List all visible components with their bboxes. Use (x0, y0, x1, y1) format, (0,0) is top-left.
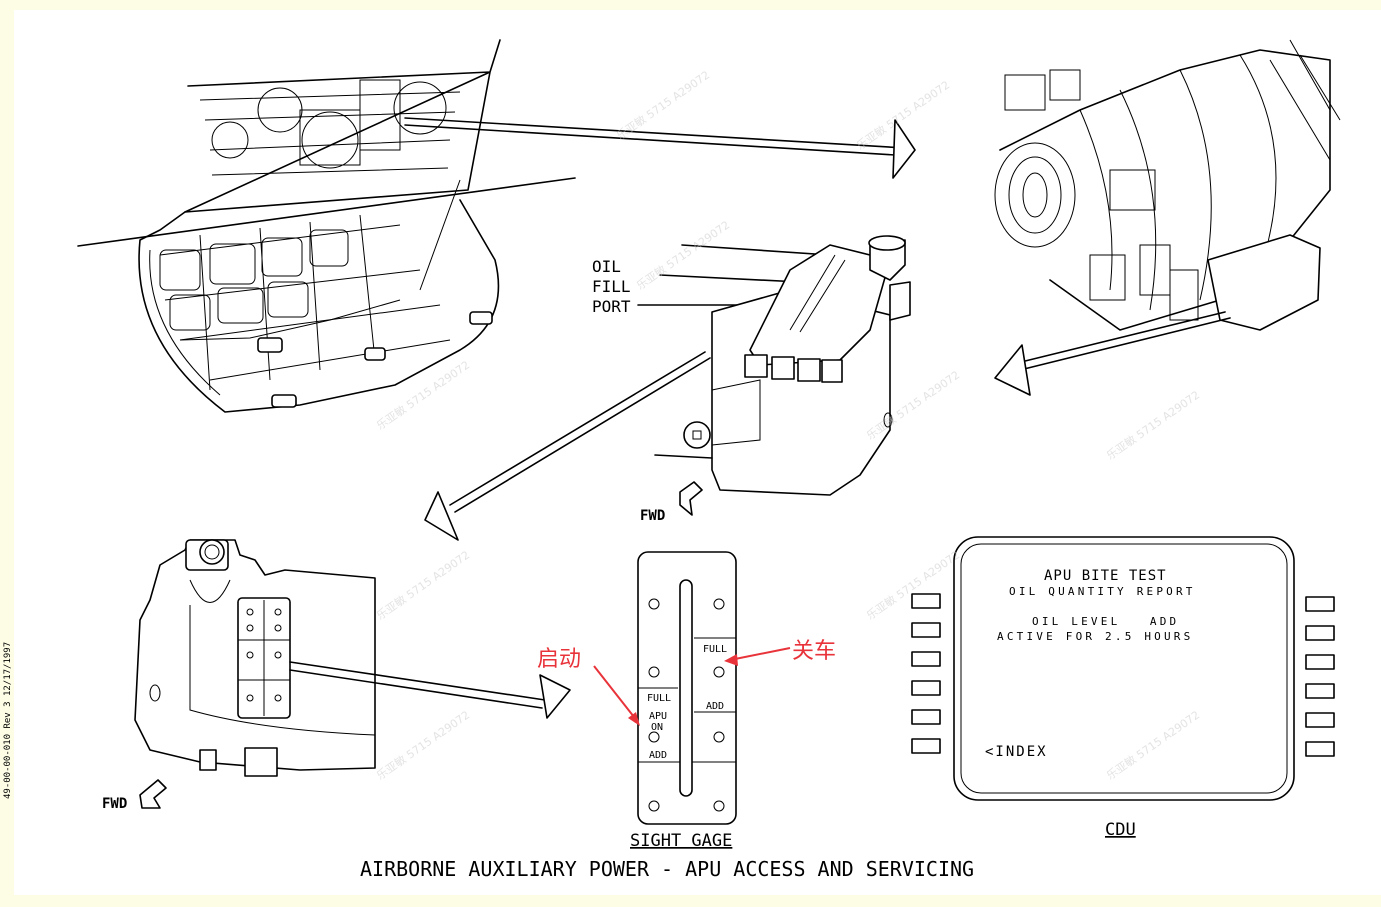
apu-engine-drawing (994, 39, 1341, 396)
watermark: 乐亚敏 5715 A29072 (634, 218, 733, 293)
fwd-apu-label: FWD (102, 796, 127, 812)
gage-right-full-label: FULL (703, 644, 727, 655)
shutdown-arrow (729, 647, 791, 661)
shutdown-annotation: 关车 (792, 639, 836, 664)
watermark: 乐亚敏 5715 A29072 (374, 548, 473, 623)
oil-tank-drawing (424, 235, 911, 541)
gage-left-apu-label: APU (649, 711, 667, 722)
figure-title: AIRBORNE AUXILIARY POWER - APU ACCESS AN… (360, 857, 974, 881)
fill-label: FILL (592, 277, 631, 296)
apu-side-view-drawing (134, 539, 571, 809)
gage-right-add-label: ADD (706, 701, 724, 712)
fwd-tank-label: FWD (640, 508, 665, 524)
watermark: 乐亚敏 5715 A29072 (374, 708, 473, 783)
document-revision-note: 49-00-00-010 Rev 3 12/17/1997 (3, 641, 13, 799)
watermark: 乐亚敏 5715 A29072 (864, 548, 963, 623)
diagram-svg: OIL FILL PORT FWD FWD FULL ADD FULL APU … (77, 39, 1341, 881)
cdu-line-active: ACTIVE FOR 2.5 HOURS (997, 630, 1193, 643)
sight-gage-caption: SIGHT GAGE (630, 831, 732, 851)
oil-label: OIL (592, 257, 621, 276)
cdu-line-oil-level: OIL LEVEL ADD (1032, 615, 1179, 628)
start-arrowhead (628, 712, 640, 726)
gage-left-add-label: ADD (649, 750, 667, 761)
start-arrow (593, 665, 639, 723)
watermark: 乐亚敏 5715 A29072 (1104, 388, 1203, 463)
cdu-drawing (911, 536, 1335, 801)
drawing-canvas: OIL FILL PORT FWD FWD FULL ADD FULL APU … (14, 10, 1381, 895)
port-label: PORT (592, 297, 631, 316)
apu-access-door-drawing (77, 39, 916, 413)
sight-gage-drawing (637, 551, 737, 825)
cdu-caption: CDU (1105, 820, 1136, 840)
cdu-line-index: <INDEX (985, 744, 1048, 760)
watermark: 乐亚敏 5715 A29072 (374, 358, 473, 433)
gage-left-full-label: FULL (647, 693, 671, 704)
cdu-line-report: OIL QUANTITY REPORT (1009, 585, 1196, 598)
watermark: 乐亚敏 5715 A29072 (614, 68, 713, 143)
cdu-line-title: APU BITE TEST (1044, 568, 1167, 584)
gage-left-on-label: ON (651, 722, 663, 733)
start-annotation: 启动 (537, 647, 581, 672)
shutdown-arrowhead (724, 654, 738, 666)
